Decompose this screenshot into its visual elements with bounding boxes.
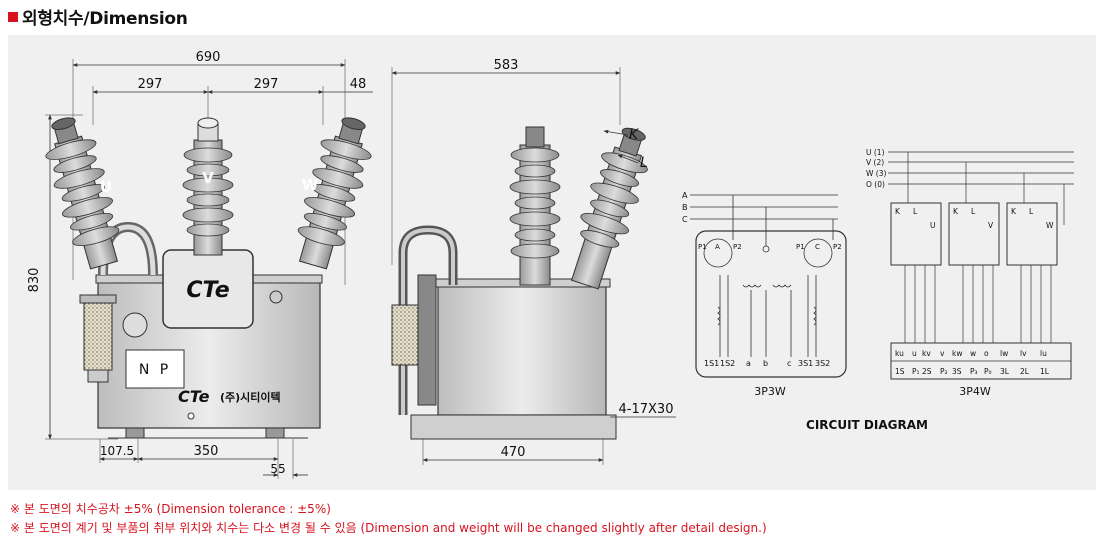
3p4w-term-bottom: 1S P₁ 2S P₂ 3S P₃ P₀ 3L 2L 1L: [895, 367, 1050, 376]
note-tolerance: ※ 본 도면의 치수공차 ±5% (Dimension tolerance : …: [10, 502, 331, 516]
tt-u: u: [912, 349, 917, 358]
tt-ku: ku: [895, 349, 904, 358]
dim-right: 297: [254, 77, 279, 92]
box3-l: L: [1029, 207, 1034, 216]
drawing-panel: 690 297 297 48 830 107.5 350 55 U V W CT…: [8, 35, 1096, 490]
line-o: O (0): [866, 180, 885, 189]
tb-1l: 1L: [1040, 367, 1050, 376]
ct-a: A: [715, 243, 720, 251]
circuit-3p3w: [690, 194, 847, 378]
holes-label: 4-17X30: [619, 402, 674, 417]
dim-height: 830: [27, 268, 42, 293]
dim-total: 690: [196, 50, 221, 65]
tb-p0: P₀: [984, 367, 992, 376]
dim-depth: 583: [494, 58, 519, 73]
line-c: C: [682, 215, 688, 224]
notes: ※ 본 도면의 치수공차 ±5% (Dimension tolerance : …: [10, 500, 767, 538]
dim-left: 297: [138, 77, 163, 92]
phase-w: W: [1046, 221, 1054, 230]
bushing-label-u: U: [100, 178, 112, 196]
company-name: (주)시티이텍: [220, 390, 281, 404]
term-1s1: 1S1: [704, 359, 719, 368]
label-3p4w: 3P4W: [959, 385, 991, 398]
dim-bottom-small: 55: [270, 462, 285, 476]
tt-v: v: [940, 349, 945, 358]
side-view: [391, 67, 676, 465]
note-change: ※ 본 도면의 계기 및 부품의 취부 위치와 치수는 다소 변경 될 수 있음…: [10, 521, 767, 535]
tt-kv: kv: [922, 349, 931, 358]
tt-lw: lw: [1000, 349, 1008, 358]
box2-k: K: [953, 207, 959, 216]
tt-lv: lv: [1020, 349, 1027, 358]
dim-base: 470: [501, 445, 526, 460]
phase-u: U: [930, 221, 936, 230]
phase-v: V: [988, 221, 994, 230]
dimension-drawing: 690 297 297 48 830 107.5 350 55 U V W CT…: [27, 50, 1074, 479]
box1-k: K: [895, 207, 901, 216]
circuit-diagram-title: CIRCUIT DIAGRAM: [806, 418, 928, 432]
tb-p1: P₁: [912, 367, 920, 376]
front-view: [45, 59, 373, 479]
tb-3l: 3L: [1000, 367, 1010, 376]
term-3s1: 3S1: [798, 359, 813, 368]
tb-2l: 2L: [1020, 367, 1030, 376]
tt-kw: kw: [952, 349, 962, 358]
bushing-label-v: V: [202, 169, 214, 187]
line-a: A: [682, 191, 688, 200]
red-square-icon: [8, 12, 18, 22]
tt-o: o: [984, 349, 989, 358]
terminal-l-label: L: [640, 155, 648, 171]
tt-w: w: [970, 349, 976, 358]
circuit-3p4w-labels: U (1) V (2) W (3) O (0) K L K L K L U V …: [866, 148, 1054, 398]
box2-l: L: [971, 207, 976, 216]
tb-2s: 2S: [922, 367, 932, 376]
dim-edge: 48: [350, 77, 367, 92]
ct-c: C: [815, 243, 820, 251]
term-1s2: 1S2: [720, 359, 735, 368]
brand-logo: CTe: [186, 278, 229, 303]
circuit-3p4w: [888, 151, 1074, 380]
dim-bottom-left: 107.5: [100, 444, 134, 458]
dim-bottom-span: 350: [194, 444, 219, 459]
bushing-label-w: W: [302, 176, 319, 194]
tb-1s: 1S: [895, 367, 905, 376]
3p4w-term-top: ku u kv v kw w o lw lv lu: [895, 349, 1047, 358]
line-w: W (3): [866, 169, 886, 178]
circuit-3p3w-labels: A B C P1 P2 P1 P2 A C 1S1 1S2 a b c 3S1 …: [682, 191, 842, 398]
p1-right: P1: [796, 243, 805, 251]
p2-right: P2: [833, 243, 842, 251]
line-b: B: [682, 203, 688, 212]
p1-left: P1: [698, 243, 707, 251]
label-3p3w: 3P3W: [754, 385, 786, 398]
side-view-labels: 583 470 4-17X30 K L: [494, 58, 674, 460]
box3-k: K: [1011, 207, 1017, 216]
tb-3s: 3S: [952, 367, 962, 376]
front-view-labels: 690 297 297 48 830 107.5 350 55 U V W CT…: [27, 50, 366, 476]
p2-left: P2: [733, 243, 742, 251]
box1-l: L: [913, 207, 918, 216]
brand-logo-small: CTe: [178, 387, 210, 406]
term-3s2: 3S2: [815, 359, 830, 368]
tb-p2: P₂: [940, 367, 948, 376]
terminal-k-label: K: [629, 127, 640, 143]
section-header: 외형치수/Dimension: [8, 4, 188, 29]
line-v: V (2): [866, 158, 884, 167]
tt-lu: lu: [1040, 349, 1047, 358]
term-c: c: [787, 359, 791, 368]
term-b: b: [763, 359, 768, 368]
tb-p3: P₃: [970, 367, 978, 376]
section-title: 외형치수/Dimension: [22, 8, 188, 29]
3p4w-wires: [904, 152, 1065, 343]
term-a: a: [746, 359, 751, 368]
line-u: U (1): [866, 148, 885, 157]
nameplate-label: N P: [139, 362, 171, 378]
